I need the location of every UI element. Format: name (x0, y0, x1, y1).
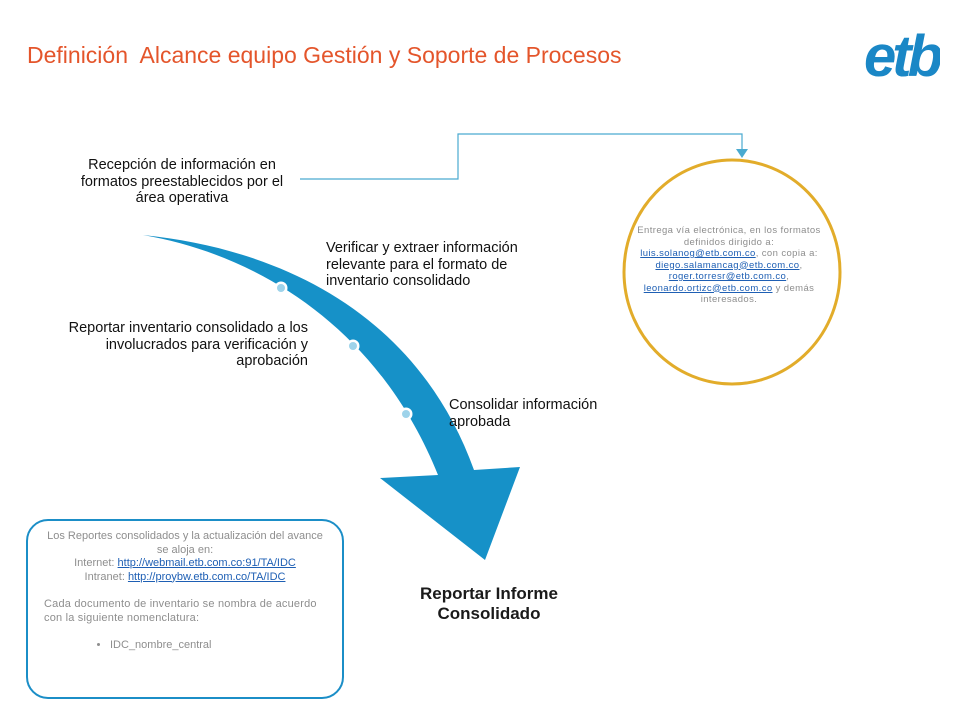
etb-logo-text: etb (864, 24, 940, 86)
internet-row: Internet: http://webmail.etb.com.co:91/T… (44, 557, 326, 571)
email-link-primary[interactable]: luis.solanog@etb.com.co (640, 248, 756, 259)
etb-logo: etb (864, 24, 940, 86)
info-box (26, 519, 344, 699)
delivery-copy-text: , con copia a: (755, 248, 818, 259)
internet-url-link[interactable]: http://webmail.etb.com.co:91/TA/IDC (117, 557, 296, 569)
step-marker-3 (399, 407, 413, 421)
step-4-label: Consolidar información aprobada (449, 397, 598, 430)
step-marker-2 (346, 339, 360, 353)
step-1-label: Recepción de información en formatos pre… (80, 157, 284, 206)
naming-text: Cada documento de inventario se nombra d… (44, 598, 317, 624)
email-link-cc-3[interactable]: leonardo.ortizc@etb.com.co (643, 282, 773, 294)
final-step-label: Reportar Informe Consolidado (420, 584, 558, 623)
connector-line (300, 133, 743, 180)
process-arrow (143, 235, 520, 560)
step-marker-1 (274, 281, 288, 295)
delivery-intro: Entrega vía electrónica, en los formatos… (637, 225, 821, 248)
delivery-circle (622, 158, 842, 386)
email-link-cc-2[interactable]: roger.torresr@etb.com.co (668, 271, 787, 282)
info-box-content: Los Reportes consolidados y la actualiza… (44, 530, 326, 653)
naming-list: IDC_nombre_central (44, 639, 326, 653)
intranet-url-link[interactable]: http://proybw.etb.com.co/TA/IDC (127, 570, 286, 583)
page-title: Definición Alcance equipo Gestión y Sopo… (27, 42, 622, 68)
intranet-row: Intranet: http://proybw.etb.com.co/TA/ID… (44, 571, 326, 585)
internet-label: Internet: (74, 557, 115, 569)
delivery-outro: y demás interesados. (700, 282, 815, 306)
step-2-label: Verificar y extraer información relevant… (326, 240, 518, 289)
info-intro: Los Reportes consolidados y la actualiza… (47, 530, 323, 556)
connector-arrowhead-icon (736, 149, 748, 158)
naming-bullet: IDC_nombre_central (110, 639, 326, 653)
delivery-note: Entrega vía electrónica, en los formatos… (637, 225, 821, 306)
intranet-label: Intranet: (84, 570, 125, 583)
email-link-cc-1[interactable]: diego.salamancag@etb.com.co (655, 259, 800, 271)
step-3-label: Reportar inventario consolidado a los in… (68, 320, 308, 369)
